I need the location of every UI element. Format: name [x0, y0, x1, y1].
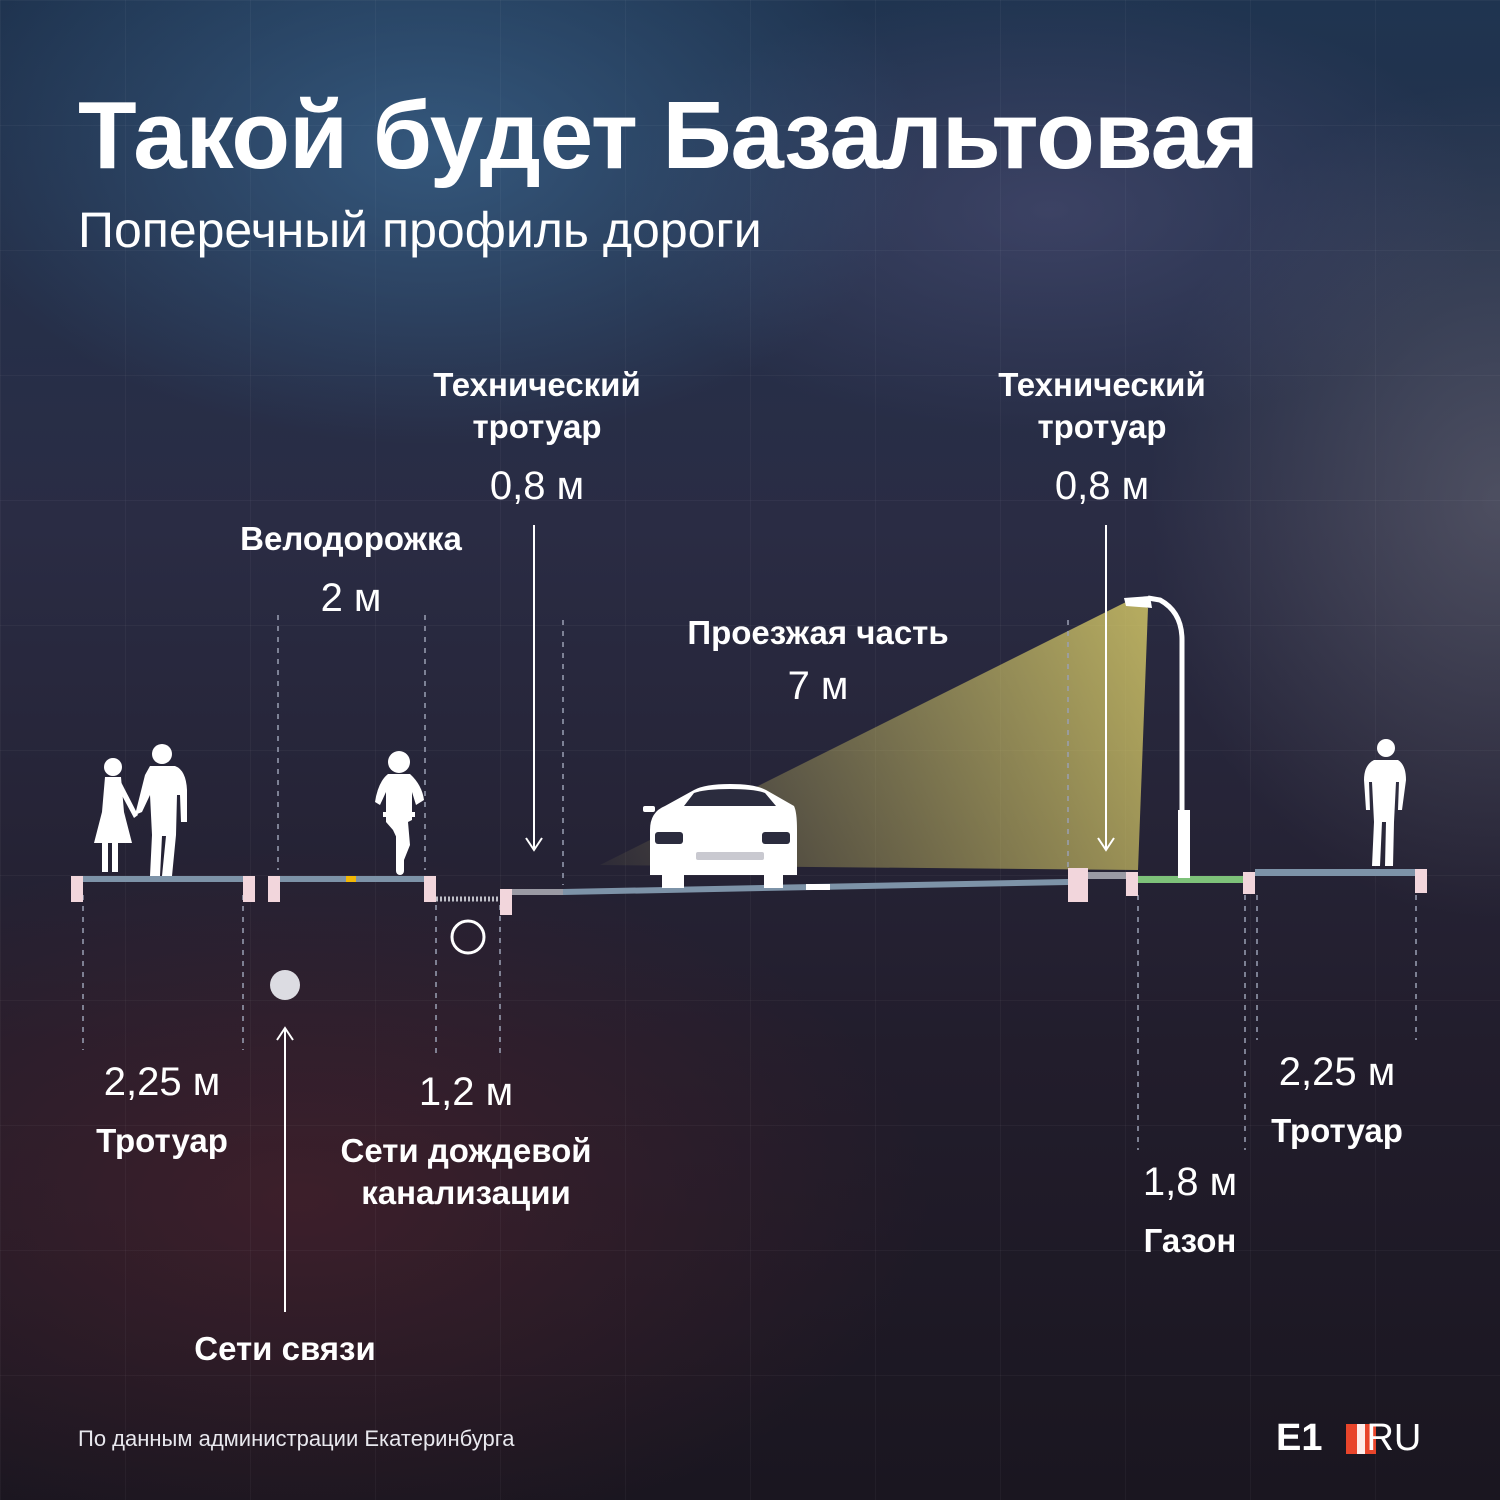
source-note: По данным администрации Екатеринбурга [78, 1426, 515, 1451]
tech-sidewalk-left-label: Технический тротуар [433, 366, 641, 445]
roadway-width: 7 м [787, 664, 849, 708]
sidewalk-right-surface [1255, 869, 1417, 876]
tech-sidewalk-right-surface [1086, 872, 1128, 879]
lawn-label: Газон [1143, 1222, 1237, 1259]
storm-drain-pipe-icon [450, 919, 486, 955]
arrow-comm-networks [276, 1026, 294, 1312]
arrow-tech-right [1097, 525, 1115, 852]
guide-lines [82, 615, 1417, 1150]
page-title: Такой будет Базальтовая [78, 82, 1259, 189]
tech-sidewalk-left-width: 0,8 м [489, 464, 585, 508]
street-lamp-icon [1124, 595, 1190, 878]
bike-lane-label: Велодорожка [240, 520, 462, 557]
car-icon [643, 784, 797, 888]
tech-sidewalk-right-label: Технический тротуар [998, 366, 1206, 445]
bike-lane-width: 2 м [320, 576, 382, 620]
curbs [71, 868, 1427, 915]
storm-drain-width: 1,2 м [418, 1070, 514, 1114]
sidewalk-left-width: 2,25 м [103, 1060, 221, 1104]
sidewalk-left-surface [80, 876, 246, 882]
comm-network-icon [270, 970, 300, 1000]
storm-drain-label: Сети дождевой канализации [340, 1132, 592, 1211]
bike-lane-marker [346, 876, 356, 882]
logo-right-text: RU [1366, 1417, 1422, 1459]
logo-accent-square [1346, 1424, 1376, 1454]
tech-sidewalk-right-width: 0,8 м [1054, 464, 1150, 508]
lawn-surface [1138, 876, 1245, 883]
sidewalk-right-width: 2,25 м [1278, 1050, 1396, 1094]
tech-sidewalk-left-surface [508, 889, 563, 895]
sidewalk-left-label: Тротуар [96, 1122, 228, 1159]
pedestrian-icon [1364, 739, 1406, 866]
roadway-label: Проезжая часть [687, 614, 949, 651]
comm-networks-label: Сети связи [194, 1330, 376, 1367]
sidewalk-right-label: Тротуар [1271, 1112, 1403, 1149]
couple-icon [94, 744, 187, 876]
lawn-width: 1,8 м [1142, 1160, 1238, 1204]
cyclist-icon [375, 751, 424, 875]
e1-logo: E1 RU [1276, 1417, 1422, 1459]
logo-left-text: E1 [1276, 1417, 1323, 1459]
page-subtitle: Поперечный профиль дороги [78, 202, 762, 258]
road-center-marker [806, 884, 830, 890]
arrow-tech-left [525, 525, 543, 852]
